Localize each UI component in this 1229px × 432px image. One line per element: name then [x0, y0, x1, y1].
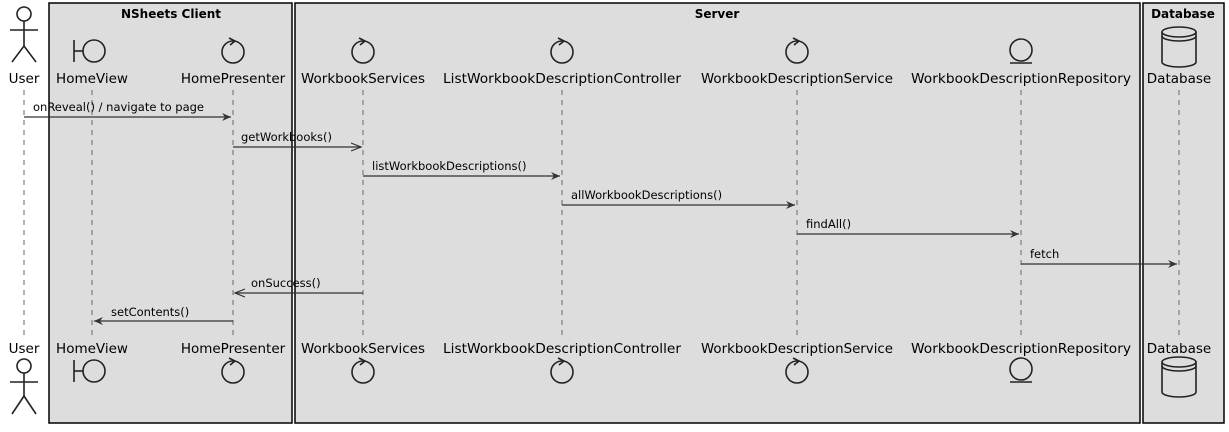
participant-label-descservice: WorkbookDescriptionService — [701, 341, 893, 357]
participant-labels-top: User HomeView HomePresenter WorkbookServ… — [9, 71, 1212, 87]
message-label: findAll() — [806, 217, 851, 231]
participant-label-homepresenter: HomePresenter — [181, 341, 286, 357]
participant-label-descrepo: WorkbookDescriptionRepository — [911, 341, 1131, 357]
message-label: allWorkbookDescriptions() — [571, 188, 722, 202]
control-icon — [221, 37, 245, 64]
participant-label-descservice: WorkbookDescriptionService — [701, 71, 893, 87]
participant-label-homepresenter: HomePresenter — [181, 71, 286, 87]
actor-icon — [10, 358, 38, 415]
messages — [24, 113, 1177, 325]
participant-label-listctrl: ListWorkbookDescriptionController — [443, 341, 681, 357]
participant-labels-bottom: User HomeView HomePresenter WorkbookServ… — [9, 341, 1212, 357]
control-icon — [550, 357, 574, 384]
box-client-title: NSheets Client — [121, 7, 221, 21]
message-label: fetch — [1030, 247, 1059, 261]
box-server-title: Server — [695, 7, 740, 21]
participant-label-workbookservices: WorkbookServices — [301, 341, 425, 357]
database-icon — [1161, 356, 1197, 398]
participant-label-user: User — [9, 71, 40, 87]
box-client: NSheets Client — [48, 2, 293, 424]
participant-label-db: Database — [1147, 71, 1211, 87]
participant-label-descrepo: WorkbookDescriptionRepository — [911, 71, 1131, 87]
entity-icon — [1009, 357, 1033, 383]
boundary-icon — [73, 359, 106, 383]
box-database: Database — [1142, 2, 1225, 424]
message-label: onReveal() / navigate to page — [33, 100, 204, 114]
box-server: Server — [294, 2, 1141, 424]
message-labels: onReveal() / navigate to page getWorkboo… — [33, 100, 1059, 319]
participant-label-listctrl: ListWorkbookDescriptionController — [443, 71, 681, 87]
message-label: onSuccess() — [251, 276, 321, 290]
lifelines — [23, 90, 1180, 340]
control-icon — [221, 357, 245, 384]
participant-label-workbookservices: WorkbookServices — [301, 71, 425, 87]
box-database-title: Database — [1151, 7, 1215, 21]
participant-label-homeview: HomeView — [56, 341, 128, 357]
message-label: getWorkbooks() — [241, 130, 332, 144]
participant-label-db: Database — [1147, 341, 1211, 357]
control-icon — [785, 357, 809, 384]
message-label: listWorkbookDescriptions() — [372, 159, 527, 173]
entity-icon — [1009, 38, 1033, 64]
participant-label-user: User — [9, 341, 40, 357]
control-icon — [351, 37, 375, 64]
database-icon — [1161, 26, 1197, 68]
participant-label-homeview: HomeView — [56, 71, 128, 87]
control-icon — [351, 357, 375, 384]
actor-icon — [10, 6, 38, 63]
message-label: setContents() — [111, 305, 189, 319]
control-icon — [785, 37, 809, 64]
boundary-icon — [73, 39, 106, 63]
control-icon — [550, 37, 574, 64]
